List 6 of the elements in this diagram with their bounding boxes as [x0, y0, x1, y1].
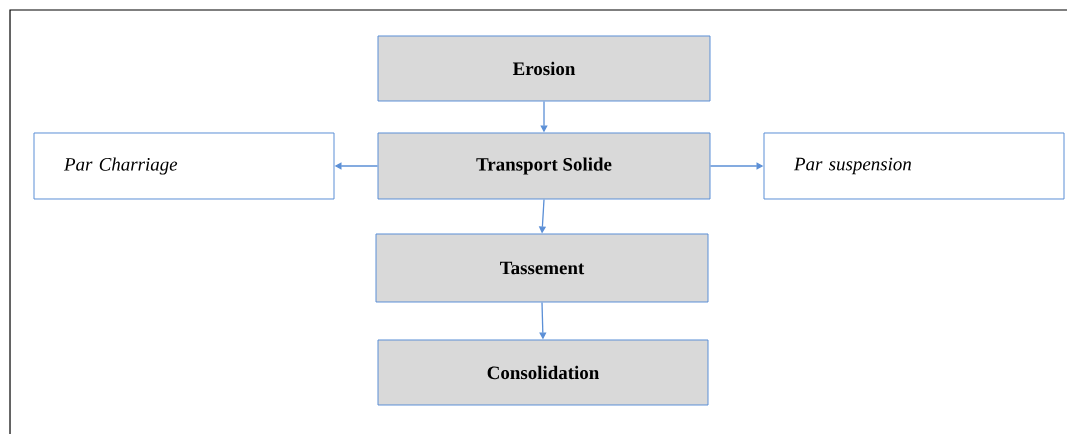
process-box: Erosion: [377, 35, 711, 102]
process-box: Transport Solide: [377, 132, 711, 200]
process-box: Par suspension: [763, 132, 1065, 200]
process-box: Par Charriage: [33, 132, 335, 200]
process-box: Consolidation: [377, 339, 709, 406]
process-box: Tassement: [375, 233, 709, 303]
